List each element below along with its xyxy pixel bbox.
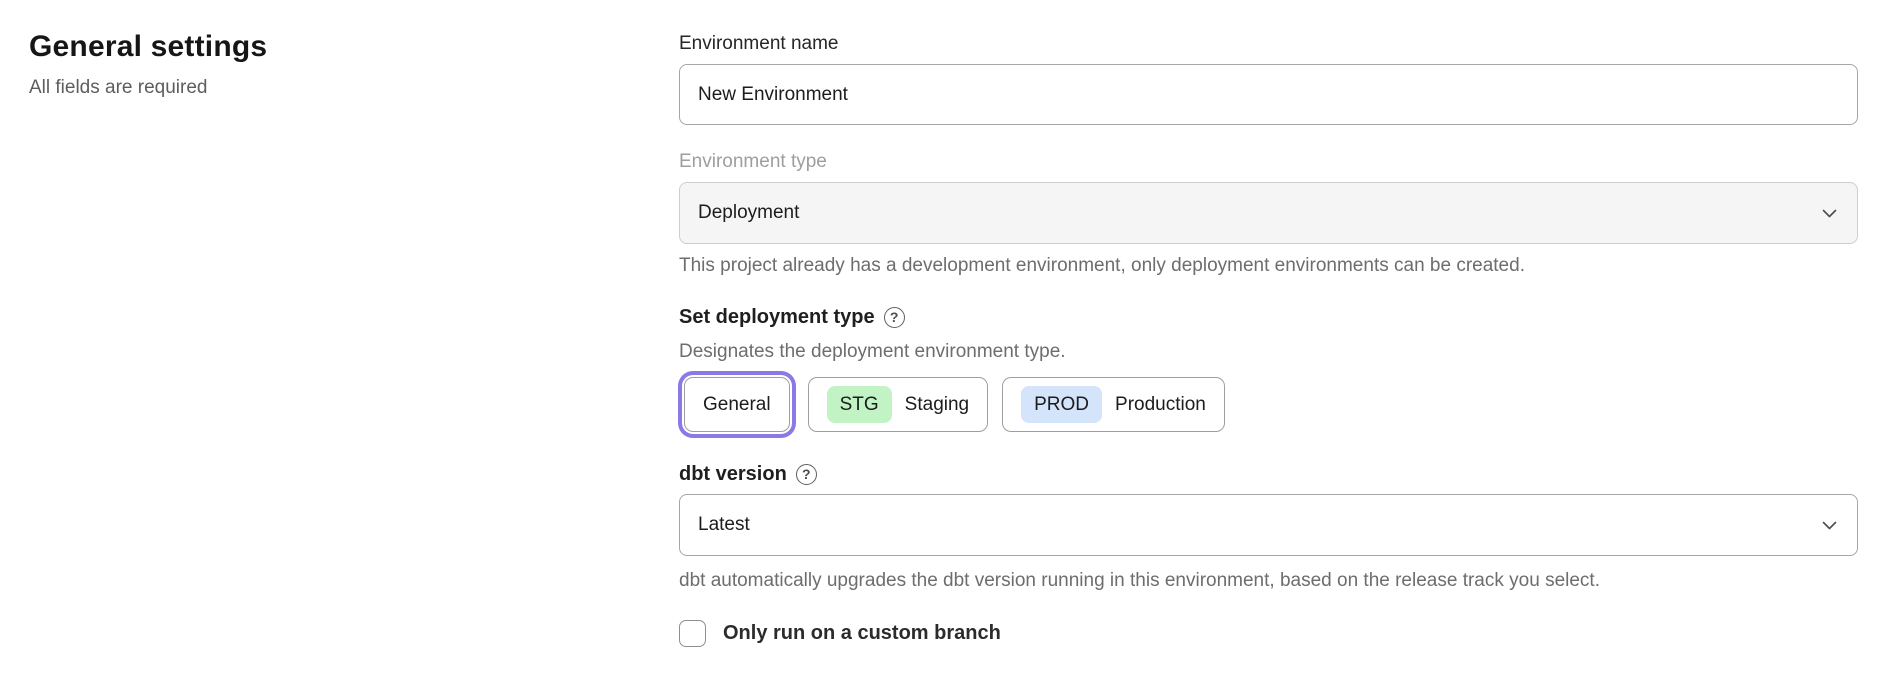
deployment-type-description: Designates the deployment environment ty… [679, 341, 1066, 362]
page-title: General settings [29, 30, 268, 63]
help-icon[interactable]: ? [883, 306, 905, 328]
page-header: General settings All fields are required [29, 30, 589, 99]
general-settings-form: Environment name Environment type Deploy… [679, 32, 1858, 647]
environment-type-select[interactable]: Deployment [679, 182, 1858, 244]
deployment-type-options: General STG Staging PROD Production [679, 377, 1858, 432]
chevron-down-icon [1822, 521, 1837, 529]
deployment-type-option-label: Staging [904, 393, 970, 415]
chevron-down-icon [1822, 209, 1837, 217]
dbt-version-header: dbt version ? [679, 462, 1858, 486]
deployment-type-option-general[interactable]: General [684, 377, 790, 432]
dbt-version-helper: dbt automatically upgrades the dbt versi… [679, 570, 1600, 591]
environment-type-label: Environment type [679, 151, 827, 172]
environment-name-label: Environment name [679, 33, 839, 54]
deployment-type-header: Set deployment type ? [679, 305, 1858, 329]
environment-type-helper: This project already has a development e… [679, 255, 1525, 276]
custom-branch-row: Only run on a custom branch [679, 620, 1858, 647]
dbt-version-label: dbt version [679, 463, 787, 485]
help-icon[interactable]: ? [795, 463, 817, 485]
staging-badge: STG [826, 386, 892, 423]
deployment-type-label: Set deployment type [679, 306, 875, 328]
custom-branch-label[interactable]: Only run on a custom branch [723, 622, 1001, 644]
deployment-type-option-label: General [703, 393, 771, 415]
page-subtitle: All fields are required [29, 77, 208, 98]
environment-name-input[interactable] [679, 64, 1858, 125]
deployment-type-option-label: Production [1115, 393, 1206, 415]
production-badge: PROD [1021, 386, 1103, 423]
dbt-version-select[interactable]: Latest [679, 494, 1858, 556]
environment-type-selected-value: Deployment [698, 202, 800, 223]
custom-branch-checkbox[interactable] [679, 620, 706, 647]
deployment-type-option-staging[interactable]: STG Staging [807, 377, 989, 432]
deployment-type-option-production[interactable]: PROD Production [1002, 377, 1225, 432]
dbt-version-selected-value: Latest [698, 514, 750, 535]
